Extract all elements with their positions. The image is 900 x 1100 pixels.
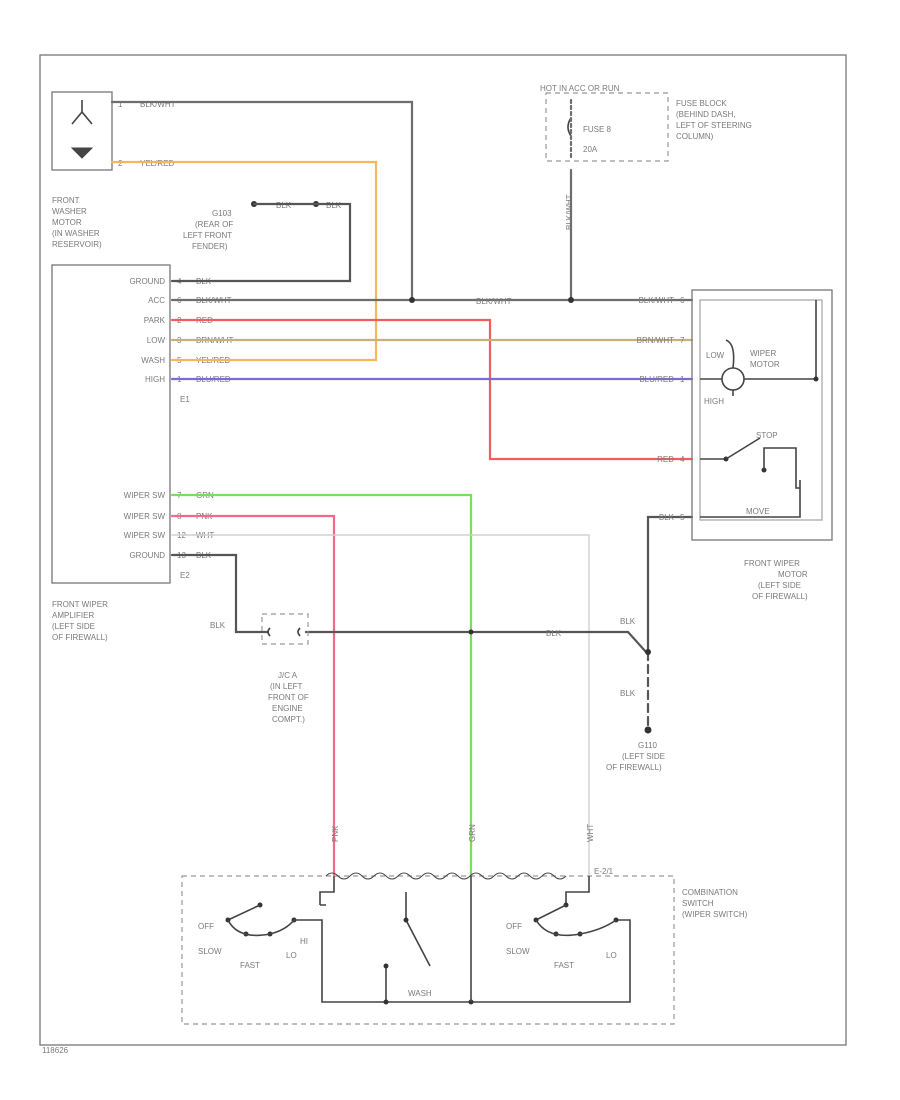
- washer-pin-2: 2: [118, 159, 123, 168]
- jc-a-symbol: [267, 627, 301, 637]
- diagram-frame: [39, 54, 847, 1046]
- switch-wire-wht: WHT: [586, 824, 595, 842]
- g103-wire-1: BLK: [276, 201, 292, 210]
- switch-left-lo: LO: [286, 951, 297, 960]
- wiper-motor-low: LOW: [706, 351, 725, 360]
- ground-wire-2: BLK: [546, 629, 562, 638]
- washer-motor-symbol: [70, 100, 94, 159]
- wiper-motor-pin-wire: BLK: [659, 513, 675, 522]
- wire-wiper-pnk: [170, 514, 336, 877]
- wire-amp-ground: [170, 553, 270, 634]
- switch-right-slow: SLOW: [506, 947, 530, 956]
- wiper-motor-pin-number: 6: [680, 296, 685, 305]
- amplifier-box: [51, 264, 171, 584]
- washer-wire-2: YEL/RED: [140, 159, 174, 168]
- wire-wiper-wht: [171, 534, 590, 876]
- washer-wire-1: BLK/WHT: [140, 100, 176, 109]
- wire-washer-yel-red: [110, 160, 378, 362]
- wire-g103-ground: [170, 202, 352, 283]
- amp-e2-pin-name: GROUND: [129, 551, 165, 560]
- fuse-hot-label: HOT IN ACC OR RUN: [540, 84, 620, 93]
- wiper-motor-pin-wire: BLK/WHT: [638, 296, 674, 305]
- wiper-motor-pin-wire: BLU/RED: [639, 375, 674, 384]
- wiper-switch-left: [225, 876, 631, 1005]
- switch-wash: WASH: [408, 989, 432, 998]
- combination-switch-box: [181, 875, 675, 1025]
- jc-a-label: J/C A (IN LEFT FRONT OF ENGINE COMPT.): [268, 671, 311, 724]
- fuse-name: FUSE 8: [583, 125, 612, 134]
- ground-wire-1: BLK: [210, 621, 226, 630]
- amp-e1-pin-name: WASH: [141, 356, 165, 365]
- amp-e1-pin-name: ACC: [148, 296, 165, 305]
- wiper-motor-pin-number: 5: [680, 513, 685, 522]
- splice-acc-washer: [409, 297, 415, 303]
- wiper-switch-right: [533, 876, 619, 937]
- wiper-motor-pin-number: 7: [680, 336, 685, 345]
- wire-motor-ground: [646, 515, 694, 654]
- washer-motor-label: FRONT WASHER MOTOR (IN WASHER RESERVOIR): [52, 196, 102, 249]
- amp-e1-pin-name: GROUND: [129, 277, 165, 286]
- wire-wiper-grn: [170, 493, 473, 877]
- g103-wire-2: BLK: [326, 201, 342, 210]
- wire-ground-bus: [304, 630, 648, 654]
- g110-ground-point: [644, 726, 652, 734]
- splice-ground-junction: [645, 649, 651, 655]
- splice-wire-label: BLK/WHT: [476, 297, 512, 306]
- wiper-motor-pin-number: 1: [680, 375, 685, 384]
- amp-e1-connector: E1: [180, 395, 190, 404]
- fuse-rating: 20A: [583, 145, 598, 154]
- amp-e2-pin-name: WIPER SW: [124, 512, 166, 521]
- switch-wire-pnk: PNK: [331, 825, 340, 842]
- wiper-motor-pin-wire: RED: [657, 455, 674, 464]
- amp-e2-pin-name: WIPER SW: [124, 491, 166, 500]
- washer-motor-box: [51, 91, 113, 171]
- switch-ganged-link: [325, 872, 567, 880]
- wiper-motor-pin-number: 4: [680, 455, 685, 464]
- amp-e2-connector: E2: [180, 571, 190, 580]
- wiper-motor-label: FRONT WIPER MOTOR (LEFT SIDE OF FIREWALL…: [744, 559, 810, 601]
- switch-left-off: OFF: [198, 922, 214, 931]
- amp-e2-pin-name: WIPER SW: [124, 531, 166, 540]
- fuse-block-label: FUSE BLOCK (BEHIND DASH, LEFT OF STEERIN…: [676, 99, 754, 141]
- wiper-motor-move: MOVE: [746, 507, 770, 516]
- switch-right-off: OFF: [506, 922, 522, 931]
- amp-e1-pin-name: PARK: [144, 316, 166, 325]
- switch-left-fast: FAST: [240, 961, 260, 970]
- wiper-motor-park-switch: [700, 437, 801, 518]
- wire-park-red: [170, 318, 694, 461]
- g110-label: G110 (LEFT SIDE OF FIREWALL): [606, 741, 667, 772]
- jc-a-box: [261, 613, 309, 645]
- amp-e1-pin-name: LOW: [147, 336, 166, 345]
- ground-wire-4: BLK: [620, 689, 636, 698]
- wiper-motor-box: [691, 289, 833, 541]
- wiper-motor-inner: [699, 299, 823, 521]
- switch-wire-grn: GRN: [468, 824, 477, 842]
- wiper-motor-title: WIPER MOTOR: [750, 349, 780, 369]
- amp-e1-pin-name: HIGH: [145, 375, 165, 384]
- switch-left-slow: SLOW: [198, 947, 222, 956]
- wiper-motor-pin-wire: BRN/WHT: [637, 336, 674, 345]
- g103-label: G103 (REAR OF LEFT FRONT FENDER): [183, 209, 235, 251]
- fuse-wire-label: BLK/WHT: [565, 194, 574, 230]
- switch-right-fast: FAST: [554, 961, 574, 970]
- fuse-block-box: [545, 92, 669, 162]
- switch-connector: E-2/1: [594, 867, 614, 876]
- combination-switch-label: COMBINATION SWITCH (WIPER SWITCH): [682, 888, 748, 919]
- switch-right-lo: LO: [606, 951, 617, 960]
- wiper-motor-symbol: [700, 300, 819, 396]
- wiper-motor-stop: STOP: [756, 431, 778, 440]
- footer-code: 118626: [42, 1046, 69, 1055]
- switch-left-hi: HI: [300, 937, 308, 946]
- splice-acc-fuse: [568, 297, 574, 303]
- washer-pin-1: 1: [118, 100, 123, 109]
- wire-washer-blk-wht: [110, 100, 414, 302]
- ground-wire-3: BLK: [620, 617, 636, 626]
- splice-ground-bus: [468, 629, 474, 635]
- wiper-motor-high: HIGH: [704, 397, 724, 406]
- amplifier-label: FRONT WIPER AMPLIFIER (LEFT SIDE OF FIRE…: [52, 600, 110, 642]
